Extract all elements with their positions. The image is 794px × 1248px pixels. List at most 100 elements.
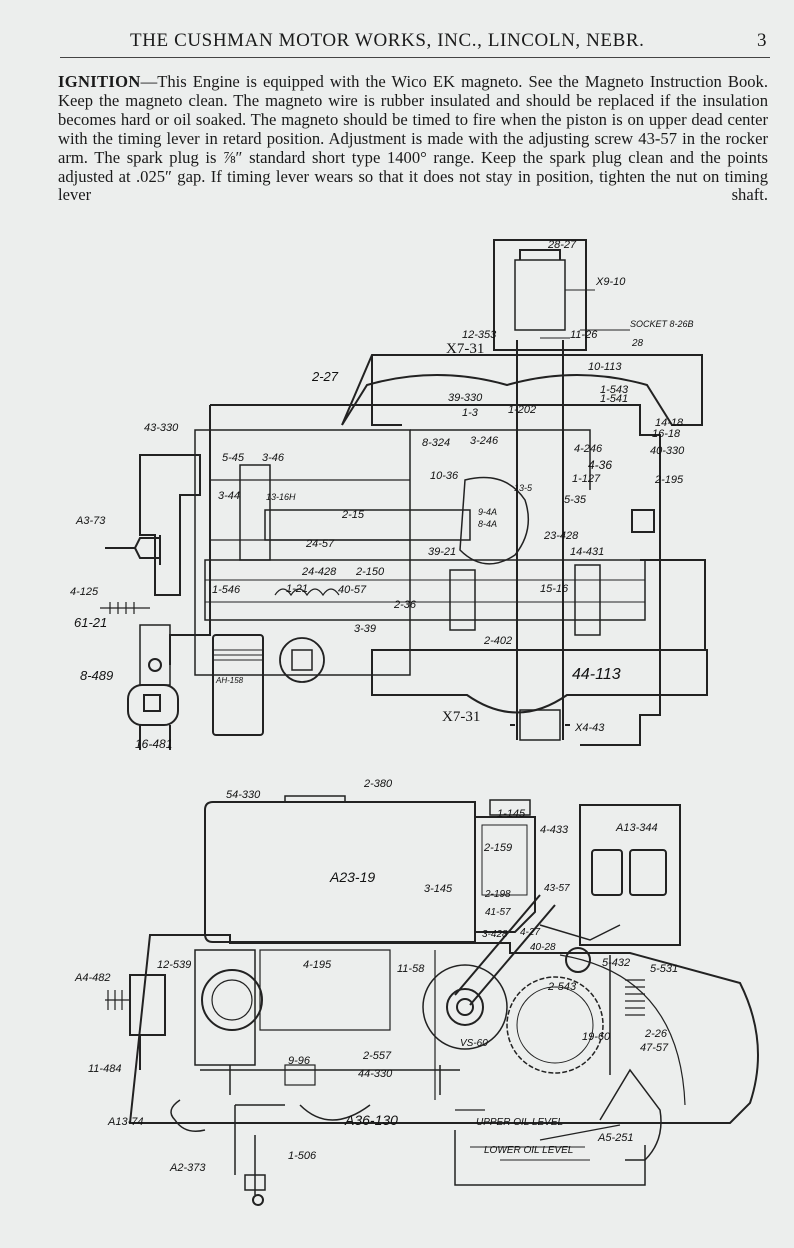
part-label: 9-4A	[478, 507, 497, 517]
part-label: 2-36	[393, 599, 417, 611]
part-label: 3-428	[482, 929, 508, 940]
part-label: 39-21	[428, 546, 456, 558]
part-label: 2-15	[341, 509, 365, 521]
part-label: 23-428	[543, 530, 579, 542]
part-label: 2-380	[363, 778, 393, 790]
part-label: 10-36	[430, 470, 459, 482]
part-label: 44-330	[358, 1068, 393, 1080]
part-label: 5-35	[564, 494, 587, 506]
part-label: 16-481	[135, 737, 172, 750]
part-label: 8-489	[80, 668, 113, 683]
part-label: SOCKET 8-26B	[630, 319, 694, 329]
part-label: 4-27	[520, 927, 540, 938]
part-label: 1-506	[288, 1150, 317, 1162]
part-label: 1-145	[497, 808, 526, 820]
ignition-text: —This Engine is equipped with the Wico E…	[58, 72, 768, 205]
part-label: 4-125	[70, 586, 99, 598]
part-label: 54-330	[226, 789, 261, 801]
part-label: VS-60	[460, 1038, 488, 1049]
part-label: 11-26	[570, 329, 598, 341]
part-label: 12-353	[462, 329, 497, 341]
part-label: 11-58	[397, 963, 425, 975]
engine-side-view-diagram: 54-330 2-380 1-145 4-433 A13-344 2-159 A…	[74, 778, 759, 1206]
part-label: 4-36	[588, 458, 612, 472]
part-label: X7-31	[446, 341, 484, 357]
part-label: 40-28	[530, 942, 556, 953]
header-title: THE CUSHMAN MOTOR WORKS, INC., LINCOLN, …	[130, 30, 645, 51]
part-label: 2-543	[547, 981, 577, 993]
ignition-paragraph: IGNITION—This Engine is equipped with th…	[58, 72, 768, 205]
part-label: 1-127	[572, 473, 601, 485]
part-label: 1-541	[600, 393, 628, 405]
part-label: 4-195	[303, 959, 332, 971]
part-label: 1-202	[508, 404, 536, 416]
part-label: 5-531	[650, 963, 678, 975]
part-label: 13-16H	[266, 492, 296, 502]
part-label: 2-26	[644, 1028, 668, 1040]
page-header: THE CUSHMAN MOTOR WORKS, INC., LINCOLN, …	[0, 30, 794, 54]
part-label: 12-539	[157, 959, 191, 971]
part-label: A23-19	[329, 869, 375, 885]
part-label: 8-324	[422, 437, 450, 449]
part-label: X9-10	[595, 276, 626, 288]
part-label: 43-330	[144, 422, 179, 434]
part-label: AH-158	[215, 676, 244, 685]
part-label: A13-344	[615, 822, 658, 834]
part-label: 4-433	[540, 824, 569, 836]
part-label: 1-546	[212, 584, 241, 596]
part-label: 2-195	[654, 474, 684, 486]
part-label: X4-43	[574, 722, 605, 734]
part-label: 1-21	[286, 583, 308, 595]
part-label: 44-113	[572, 666, 621, 683]
part-label: UPPER OIL LEVEL	[476, 1117, 563, 1128]
engine-section-diagram: 28-27 X9-10 12-353 11-26 X7-31 SOCKET 8-…	[70, 239, 708, 750]
part-label: 61-21	[74, 615, 107, 630]
part-label: 5-45	[222, 452, 245, 464]
part-label: 47-57	[640, 1042, 669, 1054]
part-label: 2-159	[483, 842, 512, 854]
part-label: 2-150	[355, 566, 385, 578]
part-label: 9-96	[288, 1055, 311, 1067]
part-label: 24-57	[305, 538, 335, 550]
part-label: 43-57	[544, 883, 570, 894]
part-label: 13-5	[514, 483, 533, 493]
part-label: 8-4A	[478, 519, 497, 529]
part-label: 14-431	[570, 546, 604, 558]
part-label: A2-373	[169, 1162, 206, 1174]
part-label: 2-557	[362, 1050, 392, 1062]
part-label: A36-130	[344, 1112, 398, 1128]
part-label: 41-57	[485, 907, 511, 918]
part-label: A4-482	[74, 972, 110, 984]
part-label: 16-18	[652, 428, 681, 440]
part-label: 40-330	[650, 445, 685, 457]
part-label: 19-60	[582, 1031, 611, 1043]
part-label: 4-246	[574, 443, 603, 455]
part-label: LOWER OIL LEVEL	[484, 1145, 573, 1156]
part-label: A13-74	[107, 1116, 143, 1128]
part-label: 40-57	[338, 584, 367, 596]
part-label: 24-428	[301, 566, 337, 578]
part-label: 3-44	[218, 490, 240, 502]
part-label: 15-16	[540, 583, 569, 595]
part-label: 2-27	[311, 369, 339, 384]
part-label: X7-31	[442, 709, 480, 725]
part-label: A3-73	[75, 515, 106, 527]
part-label: 3-46	[262, 452, 285, 464]
part-label: 14-18	[655, 417, 684, 429]
ignition-heading: IGNITION	[58, 72, 141, 91]
part-label: 3-145	[424, 883, 453, 895]
part-label: 1-543	[600, 384, 629, 396]
part-label: 11-484	[88, 1063, 121, 1075]
part-label: 5-432	[602, 957, 630, 969]
part-label: 3-39	[354, 623, 376, 635]
part-label: 10-113	[588, 361, 622, 373]
part-label: 28-27	[547, 239, 577, 251]
part-label: 1-3	[462, 407, 479, 419]
part-label: 2-402	[483, 635, 512, 647]
part-label: 39-330	[448, 392, 483, 404]
header-rule	[60, 57, 770, 58]
part-label: A5-251	[597, 1132, 633, 1144]
part-label: 28	[631, 338, 644, 349]
part-label: 2-198	[484, 889, 511, 900]
part-label: 3-246	[470, 435, 499, 447]
